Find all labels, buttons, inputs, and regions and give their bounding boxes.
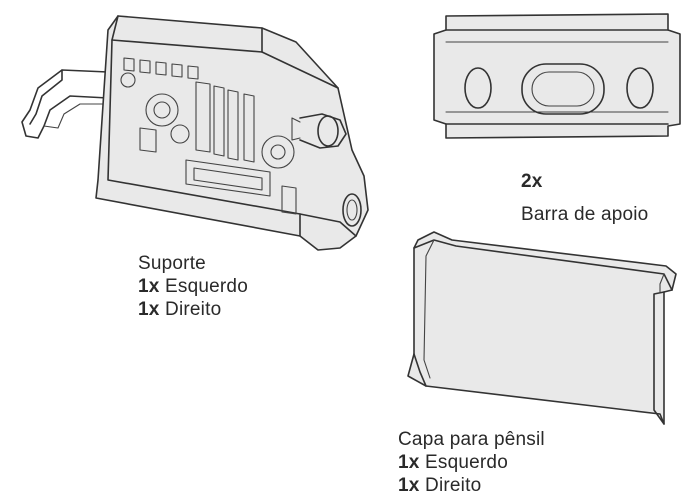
capa-esquerdo-side: Esquerdo <box>425 452 508 473</box>
capa-esquerdo-qty: 1x <box>398 452 420 473</box>
suporte-line-esquerdo: 1x Esquerdo <box>138 275 248 298</box>
barra-qty: 2x <box>521 171 543 192</box>
capa-label: Capa para pênsil 1x Esquerdo 1x Direito <box>398 428 545 497</box>
suporte-direito-qty: 1x <box>138 299 160 320</box>
suporte-label: Suporte 1x Esquerdo 1x Direito <box>138 252 248 321</box>
suporte-name: Suporte <box>138 253 206 274</box>
capa-line-esquerdo: 1x Esquerdo <box>398 451 545 474</box>
barra-label: 2x Barra de apoio <box>521 170 648 226</box>
suporte-line-direito: 1x Direito <box>138 298 248 321</box>
suporte-esquerdo-qty: 1x <box>138 276 160 297</box>
barra-name: Barra de apoio <box>521 204 649 225</box>
capa-direito-side: Direito <box>425 475 482 496</box>
capa-direito-qty: 1x <box>398 475 420 496</box>
capa-line-direito: 1x Direito <box>398 474 545 497</box>
capa-name: Capa para pênsil <box>398 429 545 450</box>
barra-de-apoio-illustration <box>433 13 681 139</box>
suporte-esquerdo-side: Esquerdo <box>165 276 248 297</box>
capa-para-pensil-illustration <box>407 231 677 425</box>
suporte-direito-side: Direito <box>165 299 222 320</box>
suporte-bracket-illustration <box>21 15 369 251</box>
